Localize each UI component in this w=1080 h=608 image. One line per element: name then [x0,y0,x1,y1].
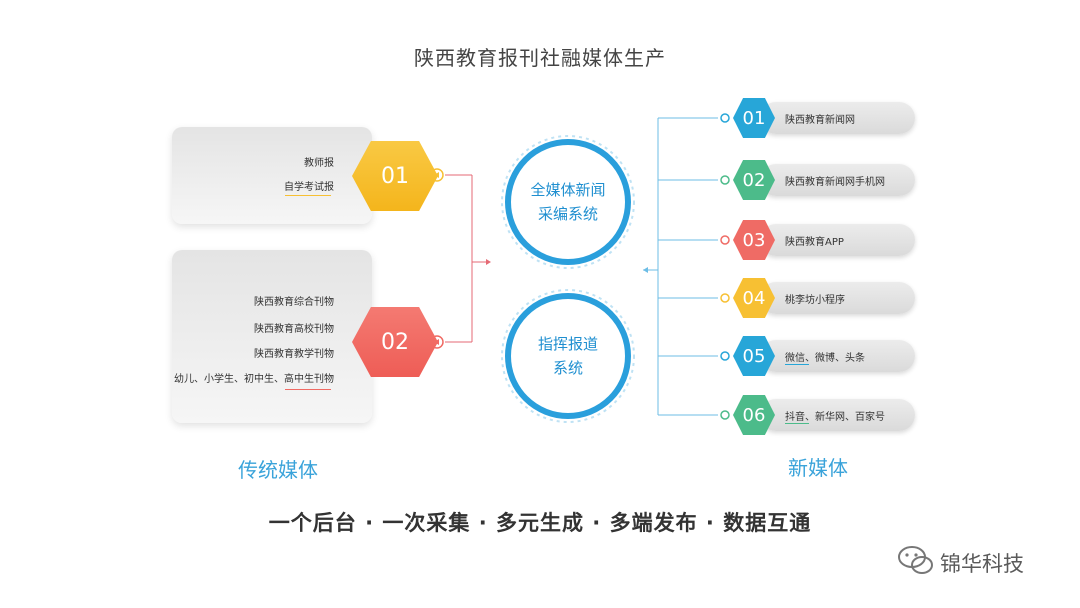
slogan: 一个后台 · 一次采集 · 多元生成 · 多端发布 · 数据互通 [268,511,812,535]
new-media-item: 微信、微博、头条 [760,340,915,372]
hexagon-02: 02 [352,307,438,377]
watermark-text: 锦华科技 [940,552,1024,576]
diagram-title: 陕西教育报刊社融媒体生产 [414,46,666,70]
hexagon-number: 01 [381,163,409,189]
traditional-item: 陕西教育教学刊物 [254,349,334,360]
new-media-item: 抖音、新华网、百家号 [760,399,915,431]
new-media-label: 微信、微博、头条 [785,353,865,364]
new-media-label: 陕西教育APP [785,237,844,248]
new-media-item: 陕西教育新闻网 [760,102,915,134]
badge-number: 03 [742,229,766,251]
traditional-media-label: 传统媒体 [238,458,318,482]
new-media-item: 陕西教育新闻网手机网 [760,164,915,196]
wechat-icon [898,546,933,574]
badge-01: 01 [733,98,775,138]
badge-02: 02 [733,160,775,200]
new-media-label: 陕西教育新闻网手机网 [785,177,885,188]
traditional-item: 陕西教育综合刊物 [254,297,334,308]
badge-number: 06 [742,404,766,426]
traditional-box-2: 陕西教育综合刊物 陕西教育高校刊物 陕西教育教学刊物 幼儿、小学生、初中生、高中… [172,250,372,423]
traditional-box-1: 教师报 自学考试报 [172,127,372,224]
traditional-item: 教师报 [304,158,334,169]
new-media-label: 陕西教育新闻网 [785,115,855,126]
underline-accent [785,364,809,365]
hexagon-01: 01 [352,141,438,211]
traditional-item: 自学考试报 [284,182,334,193]
badge-03: 03 [733,220,775,260]
badge-04: 04 [733,278,775,318]
traditional-item: 幼儿、小学生、初中生、高中生刊物 [174,374,334,385]
system-label: 指挥报道 [538,335,598,353]
badge-number: 02 [742,169,766,191]
badge-number: 01 [742,107,766,129]
new-media-section-label: 新媒体 [788,456,848,480]
badge-06: 06 [733,395,775,435]
new-media-label: 桃李坊小程序 [785,295,845,306]
badge-number: 04 [742,287,766,309]
traditional-item: 陕西教育高校刊物 [254,324,334,335]
system-label: 系统 [553,359,583,377]
badge-05: 05 [733,336,775,376]
new-media-item: 陕西教育APP [760,224,915,256]
new-media-label: 抖音、新华网、百家号 [785,412,885,423]
system-label: 全媒体新闻 [530,181,605,199]
system-circle-1: 全媒体新闻 采编系统 [501,135,635,269]
new-media-item: 桃李坊小程序 [760,282,915,314]
hexagon-number: 02 [381,329,409,355]
system-circle-2: 指挥报道 系统 [501,289,635,423]
underline-accent [285,389,331,390]
underline-accent [785,423,809,424]
underline-accent [285,195,331,196]
system-label: 采编系统 [538,205,598,223]
badge-number: 05 [742,345,766,367]
